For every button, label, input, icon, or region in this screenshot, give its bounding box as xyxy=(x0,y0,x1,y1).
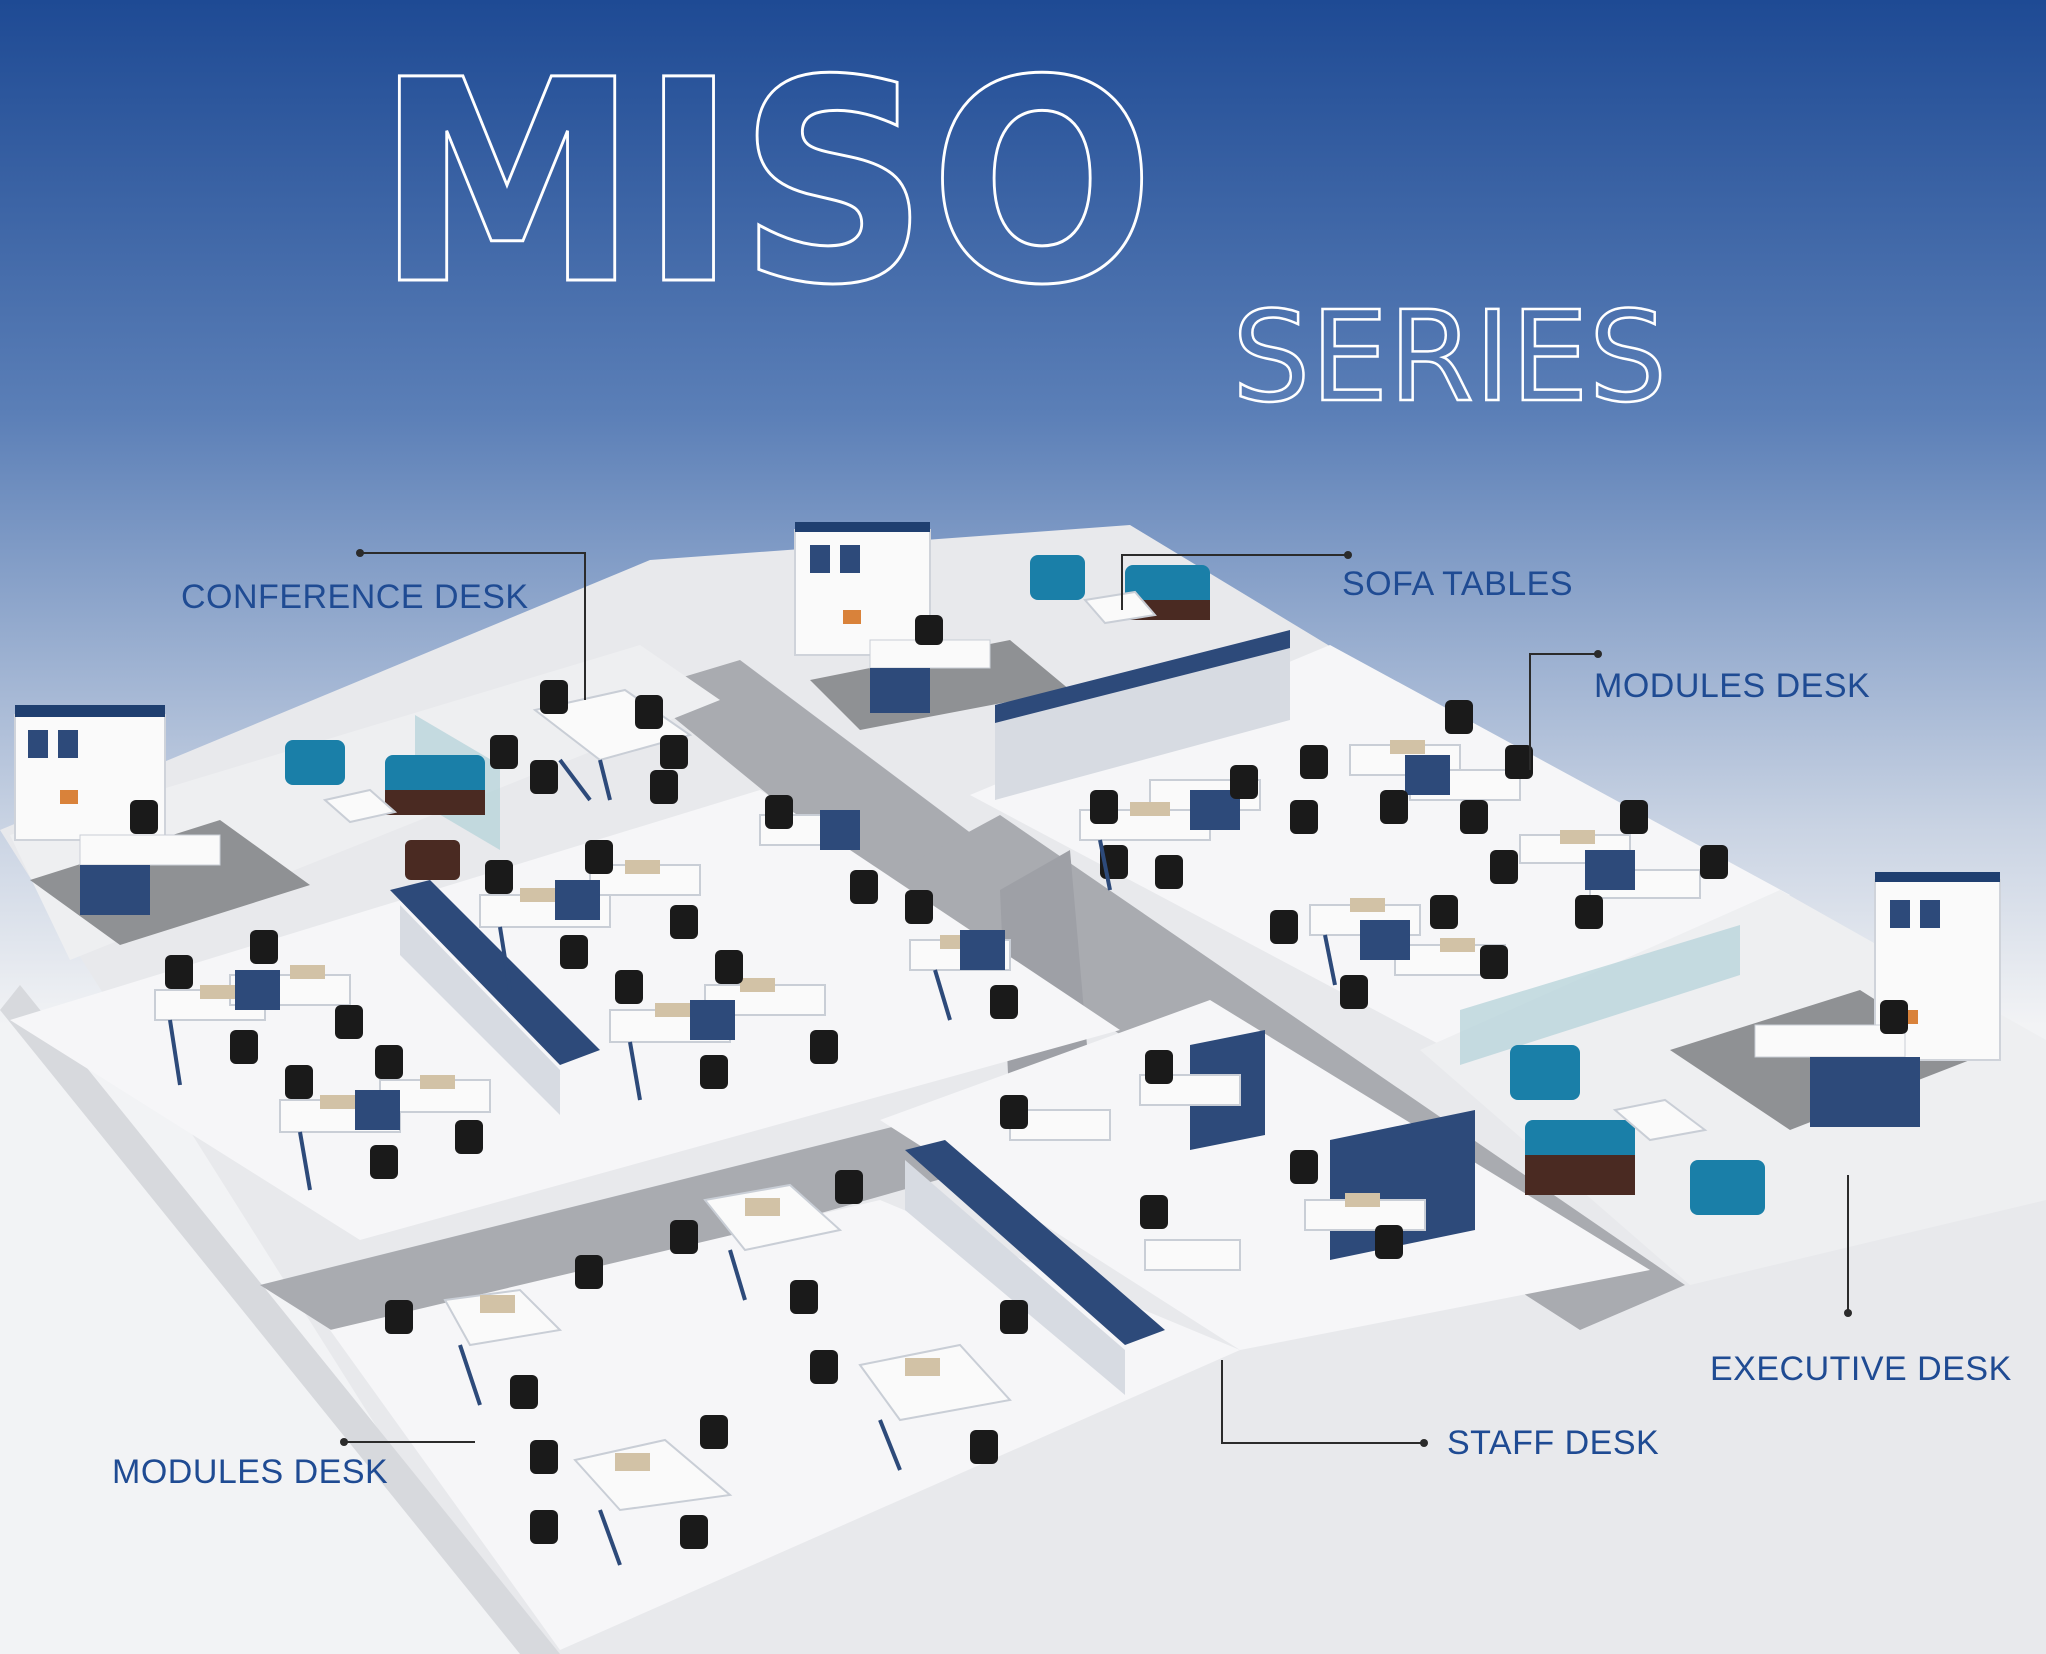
armchair-executive-1 xyxy=(1510,1045,1580,1100)
armchair-executive-2 xyxy=(1690,1160,1765,1215)
leader-modules-desk-top xyxy=(1529,653,1598,770)
callout-modules-desk-top: MODULES DESK xyxy=(1594,667,1871,705)
callout-sofa-tables: SOFA TABLES xyxy=(1342,565,1574,603)
leader-sofa-tables xyxy=(1121,554,1348,610)
desk-legs xyxy=(168,758,1337,1566)
conference-table xyxy=(532,688,693,762)
floor-edge xyxy=(0,985,560,1654)
leader-staff-desk xyxy=(1221,1360,1424,1444)
callout-staff-desk: STAFF DESK xyxy=(1447,1424,1660,1462)
glass-partition-right xyxy=(1460,925,1740,1065)
callout-conference-desk: CONFERENCE DESK xyxy=(181,578,529,616)
desk-screens xyxy=(200,740,1595,1471)
title-sub: SERIES xyxy=(1232,285,1667,430)
callout-modules-desk-bottom: MODULES DESK xyxy=(112,1453,389,1491)
armchair-top xyxy=(1030,555,1085,600)
callout-executive-desk: EXECUTIVE DESK xyxy=(1710,1350,2012,1388)
cabinet-run-top xyxy=(995,645,1290,800)
sofa-conference xyxy=(385,755,485,800)
coffee-table-top xyxy=(1083,590,1157,625)
coffee-table-conference xyxy=(322,788,398,824)
leader-conference-desk xyxy=(360,552,586,700)
office-chairs xyxy=(130,615,1908,1549)
executive-desk-left xyxy=(79,834,221,866)
callout-dots xyxy=(340,549,1852,1447)
coffee-table-executive xyxy=(1612,1098,1708,1142)
sofa-executive xyxy=(1525,1120,1635,1165)
title-main: MISO xyxy=(375,21,1155,347)
desk-pedestals xyxy=(235,755,1635,1130)
cabinet-run-bottom xyxy=(905,1140,1165,1345)
callout-leaders xyxy=(344,552,1849,1444)
executive-desk-right xyxy=(1754,1024,1906,1058)
zone-staff-desks xyxy=(880,1000,1650,1350)
executive-desks xyxy=(79,639,1920,1127)
sofa-top xyxy=(1125,565,1210,610)
cabinet-run-left xyxy=(390,880,600,1065)
armchair-conference xyxy=(285,740,345,785)
